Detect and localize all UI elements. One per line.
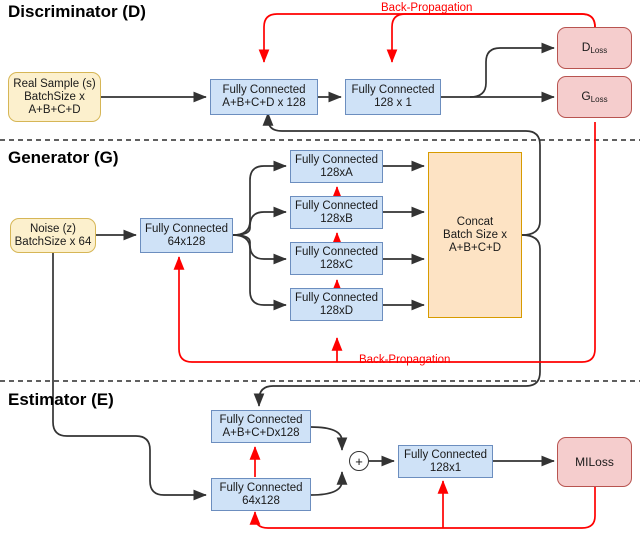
- concat-line1: Concat: [456, 215, 494, 228]
- node-d-loss[interactable]: DLoss: [557, 27, 632, 69]
- d-fc-1-line1: Fully Connected: [222, 84, 306, 96]
- g-fc-a-line1: Fully Connected: [294, 153, 379, 166]
- backprop-label-middle: Back-Propagation: [359, 354, 451, 366]
- real-sample-line2: BatchSize x: [24, 90, 85, 103]
- real-sample-line1: Real Sample (s): [13, 77, 96, 90]
- forward-edges: [52, 42, 555, 501]
- bp-miloss-to-efc-bottom: [249, 487, 596, 529]
- d-fc-2-line1: Fully Connected: [351, 84, 435, 96]
- e-fc-out-line1: Fully Connected: [403, 448, 488, 461]
- d-loss-label: DLoss: [581, 40, 608, 56]
- g-fc-0-line1: Fully Connected: [144, 222, 229, 235]
- node-g-fc-c[interactable]: Fully Connected 128xC: [290, 242, 383, 275]
- section-title-discriminator: Discriminator (D): [8, 2, 146, 21]
- d-fc-2-line2: 128 x 1: [374, 97, 412, 109]
- g-fc-a-line2: 128xA: [320, 166, 353, 179]
- concat-line3: A+B+C+D: [448, 241, 502, 254]
- g-fc-d-line2: 128xD: [319, 304, 354, 317]
- node-e-fc-top[interactable]: Fully Connected A+B+C+Dx128: [211, 410, 311, 443]
- bp-gloss-to-gfc0: [173, 122, 596, 363]
- g-fc-b-line1: Fully Connected: [294, 199, 379, 212]
- bp-dloss-to-dfc2: [386, 13, 596, 63]
- e-fc-top-line1: Fully Connected: [219, 413, 303, 426]
- node-g-fc-d[interactable]: Fully Connected 128xD: [290, 288, 383, 321]
- section-title-generator: Generator (G): [8, 148, 119, 167]
- e-fc-bottom-line2: 64x128: [242, 494, 280, 507]
- edge-gfc0-to-gfcb: [232, 206, 287, 236]
- node-d-fc-1[interactable]: Fully Connected A+B+C+D x 128: [210, 79, 318, 115]
- edge-gfc0-to-gfcc: [232, 234, 287, 265]
- node-noise[interactable]: Noise (z) BatchSize x 64: [10, 218, 96, 253]
- d-fc-1-line2: A+B+C+D x 128: [222, 97, 306, 109]
- node-e-fc-out[interactable]: Fully Connected 128x1: [398, 445, 493, 478]
- node-g-fc-0[interactable]: Fully Connected 64x128: [140, 218, 233, 253]
- edge-concat-to-dfc1: [262, 112, 541, 236]
- edge-gfc0-to-gfca: [232, 160, 287, 236]
- section-dividers: [0, 139, 640, 382]
- node-real-sample[interactable]: Real Sample (s) BatchSize x A+B+C+D: [8, 72, 101, 122]
- node-g-loss[interactable]: GLoss: [557, 76, 632, 118]
- node-concat[interactable]: Concat Batch Size x A+B+C+D: [428, 152, 522, 318]
- section-title-estimator: Estimator (E): [8, 390, 114, 409]
- concat-line2: Batch Size x: [443, 228, 507, 241]
- g-fc-c-line2: 128xC: [319, 258, 354, 271]
- edge-gfc0-to-gfcd: [232, 234, 287, 311]
- backprop-edges: [173, 13, 596, 529]
- node-mi-loss[interactable]: MILoss: [557, 437, 632, 487]
- g-loss-label: GLoss: [581, 89, 608, 105]
- bp-dloss-to-dfc1: [258, 13, 596, 63]
- noise-line1: Noise (z): [29, 222, 76, 235]
- g-fc-d-line1: Fully Connected: [294, 291, 379, 304]
- e-fc-bottom-line1: Fully Connected: [219, 481, 303, 494]
- edge-noise-to-efc-bottom: [52, 253, 207, 501]
- real-sample-line3: A+B+C+D: [28, 103, 81, 116]
- sum-operator-node: +: [349, 451, 369, 471]
- mi-loss-label: MILoss: [575, 454, 614, 469]
- edge-efctop-to-plus: [310, 426, 348, 451]
- g-fc-c-line1: Fully Connected: [294, 245, 379, 258]
- e-fc-top-line2: A+B+C+Dx128: [222, 426, 300, 439]
- edge-efcbottom-to-plus: [310, 471, 348, 496]
- backprop-label-top: Back-Propagation: [381, 2, 473, 14]
- node-g-fc-b[interactable]: Fully Connected 128xB: [290, 196, 383, 229]
- edge-concat-to-efc-top: [253, 234, 541, 407]
- e-fc-out-line2: 128x1: [429, 461, 462, 474]
- g-fc-b-line2: 128xB: [320, 212, 353, 225]
- g-fc-0-line2: 64x128: [167, 235, 206, 248]
- node-g-fc-a[interactable]: Fully Connected 128xA: [290, 150, 383, 183]
- noise-line2: BatchSize x 64: [14, 235, 92, 248]
- node-d-fc-2[interactable]: Fully Connected 128 x 1: [345, 79, 441, 115]
- edge-dfc2-to-dloss: [469, 42, 555, 98]
- node-e-fc-bottom[interactable]: Fully Connected 64x128: [211, 478, 311, 511]
